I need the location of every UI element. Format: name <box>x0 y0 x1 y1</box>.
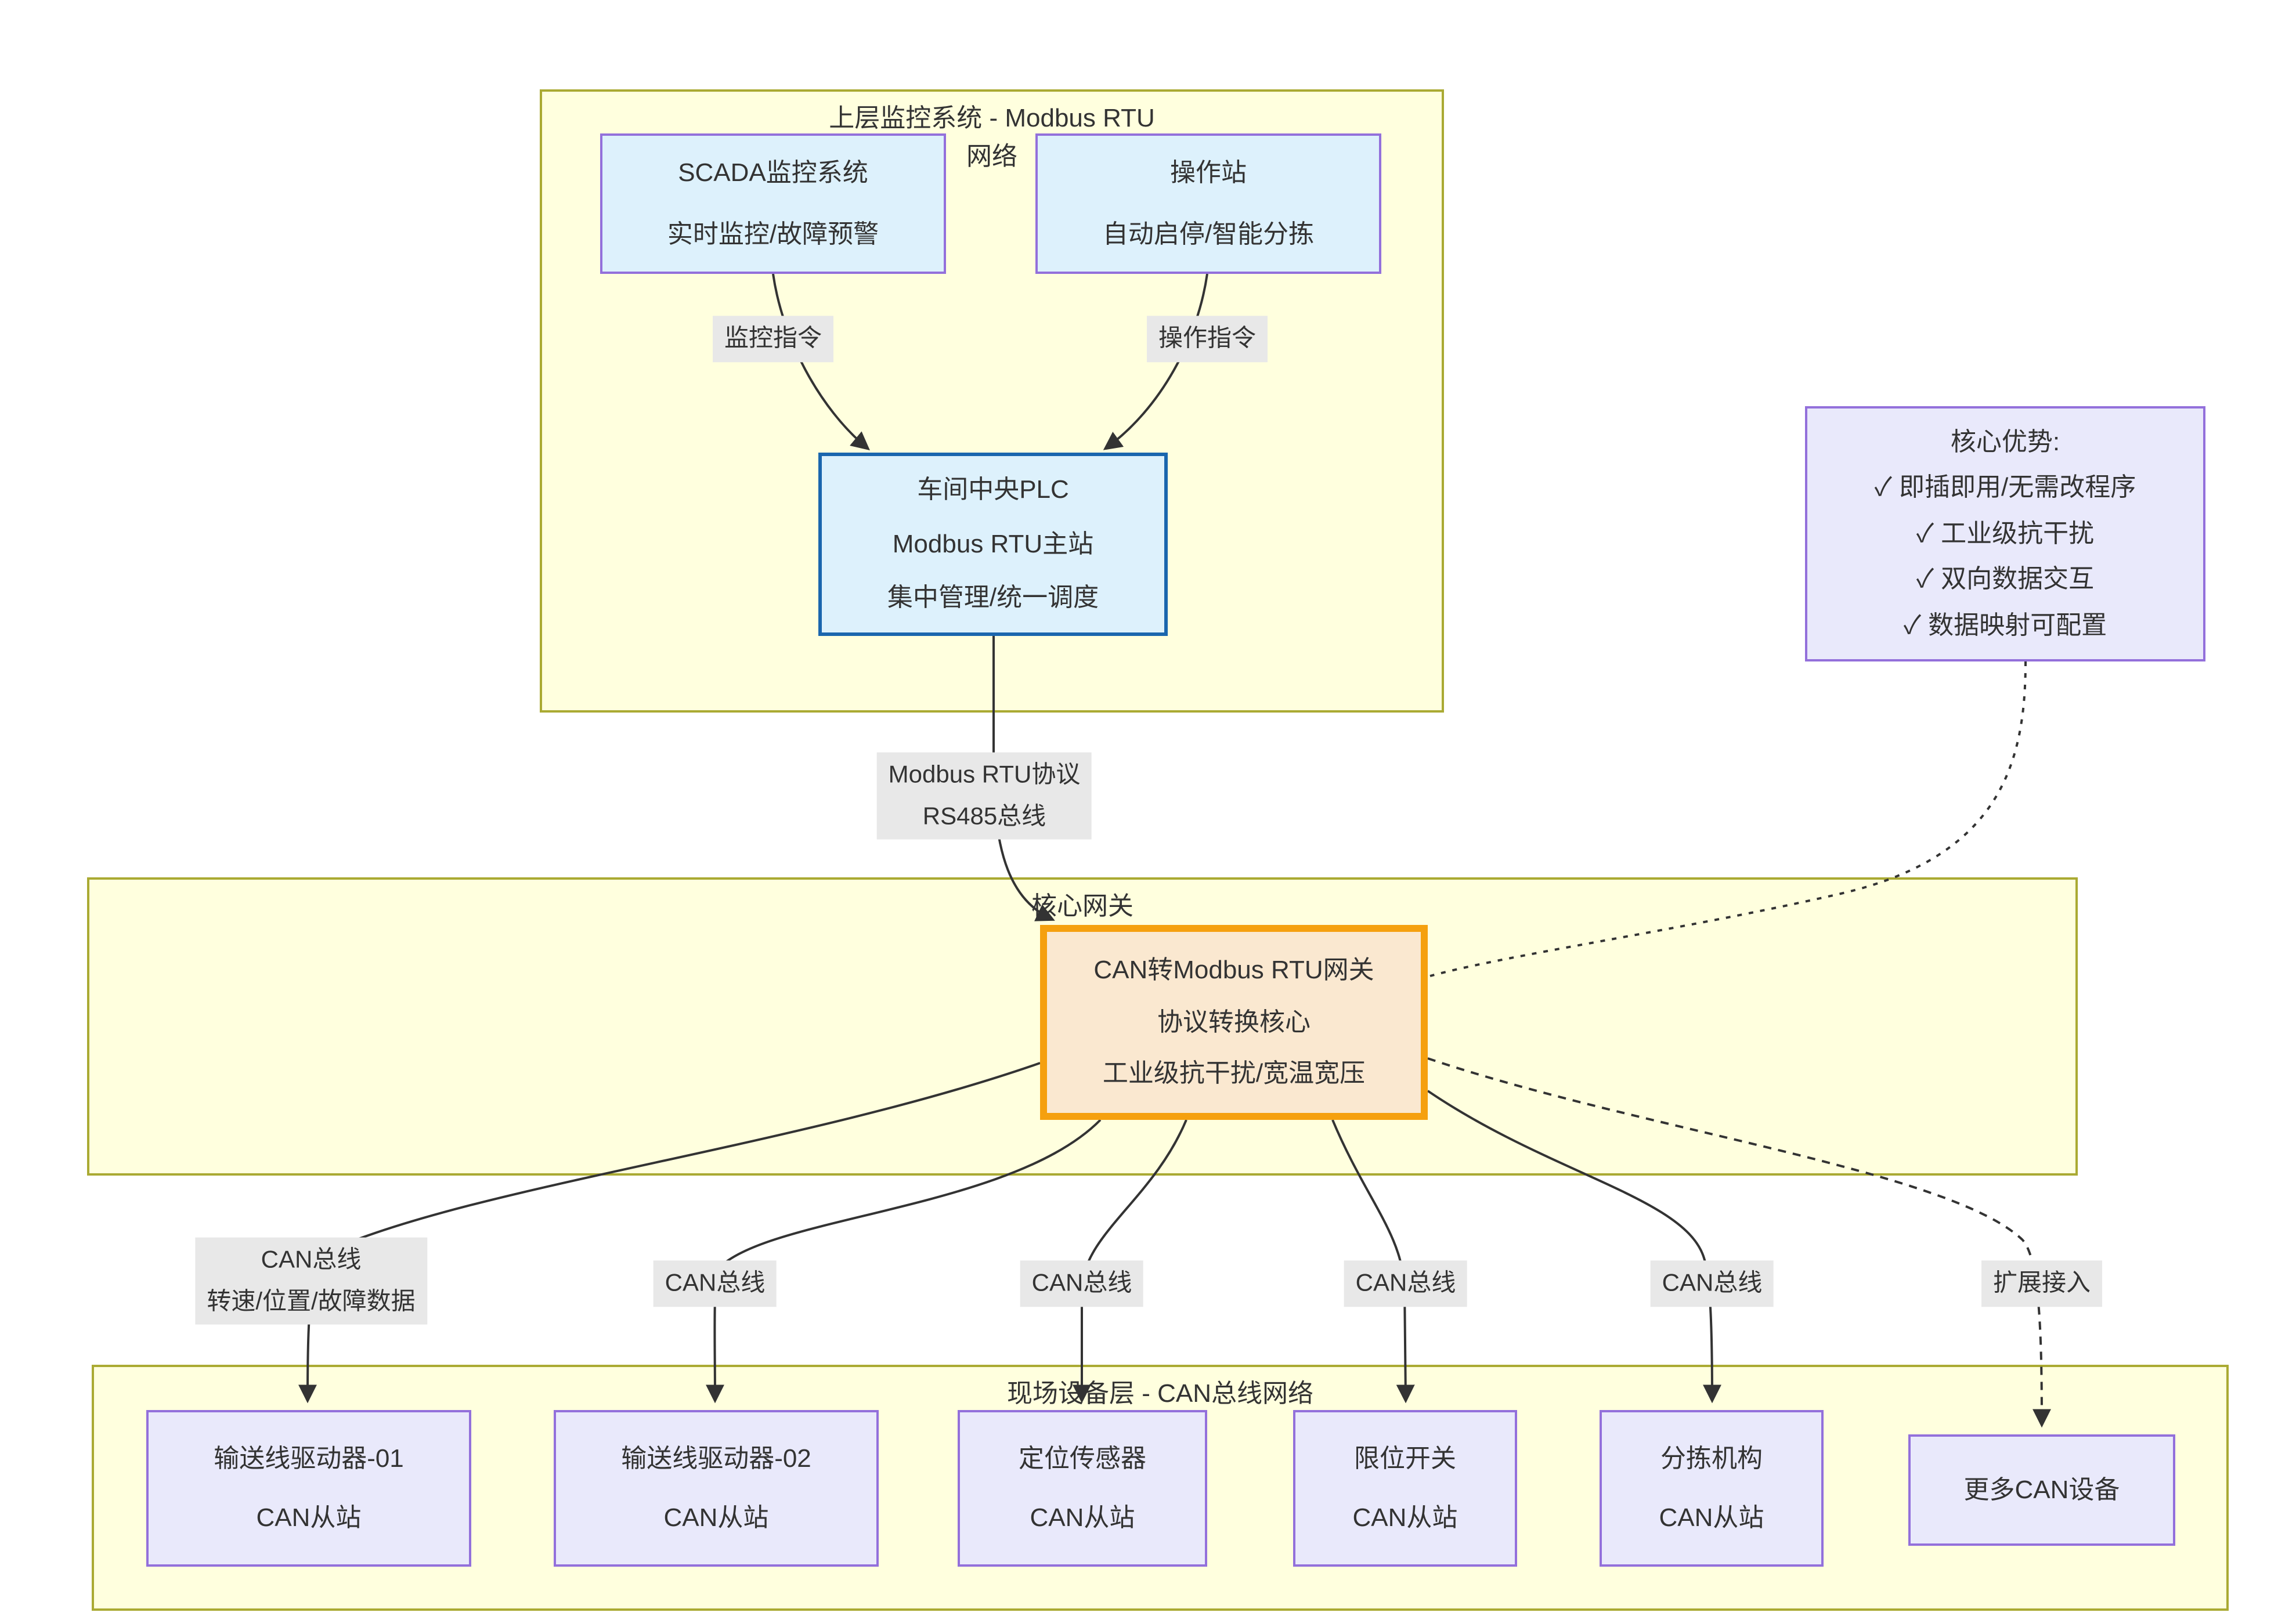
node-drive01: 输送线驱动器-01 CAN从站 <box>146 1410 471 1567</box>
group-field-title-line1: 现场设备层 - CAN总线网络 <box>1006 1379 1313 1408</box>
node-drive02-line1: 输送线驱动器-02 <box>621 1444 811 1473</box>
node-plc-line3: 集中管理/统一调度 <box>887 583 1099 612</box>
edge-label-can1: CAN总线 转速/位置/故障数据 <box>195 1237 427 1325</box>
edge-label-can4: CAN总线 <box>1344 1260 1468 1307</box>
edge-label-can5-text: CAN总线 <box>1662 1270 1763 1297</box>
node-advantages-item3: ✓ 双向数据交互 <box>1916 564 2095 594</box>
node-advantages-item2: ✓ 工业级抗干扰 <box>1916 518 2095 548</box>
node-more-devices-line1: 更多CAN设备 <box>1963 1474 2120 1504</box>
node-operator-station: 操作站 自动启停/智能分拣 <box>1035 133 1381 274</box>
group-gateway-title: 核心网关 <box>89 887 2075 925</box>
node-sorter: 分拣机构 CAN从站 <box>1600 1410 1824 1567</box>
node-plc-line1: 车间中央PLC <box>917 475 1069 504</box>
edge-label-can1-line1: CAN总线 <box>261 1246 362 1274</box>
node-plc: 车间中央PLC Modbus RTU主站 集中管理/统一调度 <box>818 453 1168 636</box>
group-supervisory-title-line1: 上层监控系统 - Modbus RTU <box>829 103 1155 132</box>
node-plc-line2: Modbus RTU主站 <box>892 529 1094 558</box>
group-supervisory-title-line2: 网络 <box>966 142 1017 171</box>
edge-label-modbus-line2: RS485总线 <box>922 803 1046 830</box>
node-scada: SCADA监控系统 实时监控/故障预警 <box>600 133 946 274</box>
node-advantages: 核心优势: ✓ 即插即用/无需改程序 ✓ 工业级抗干扰 ✓ 双向数据交互 ✓ 数… <box>1805 406 2205 661</box>
node-gateway: CAN转Modbus RTU网关 协议转换核心 工业级抗干扰/宽温宽压 <box>1040 925 1428 1120</box>
node-advantages-title: 核心优势: <box>1950 427 2060 457</box>
node-drive01-line2: CAN从站 <box>256 1502 362 1531</box>
node-drive01-line1: 输送线驱动器-01 <box>214 1444 404 1473</box>
group-supervisory-title: 上层监控系统 - Modbus RTU 网络 <box>542 99 1442 175</box>
node-scada-line2: 实时监控/故障预警 <box>667 219 879 248</box>
edge-label-can3: CAN总线 <box>1020 1260 1144 1307</box>
edge-label-expand-text: 扩展接入 <box>1993 1270 2091 1297</box>
edge-label-modbus-rtu: Modbus RTU协议 RS485总线 <box>876 752 1092 840</box>
edge-label-operate-cmd: 操作指令 <box>1147 316 1268 362</box>
edge-label-can2: CAN总线 <box>653 1260 777 1307</box>
node-position-sensor-line1: 定位传感器 <box>1018 1444 1146 1473</box>
edge-label-monitor-cmd: 监控指令 <box>713 316 833 362</box>
edge-label-expand: 扩展接入 <box>1981 1260 2102 1307</box>
node-limit-switch-line2: CAN从站 <box>1352 1502 1458 1531</box>
group-gateway-title-line1: 核心网关 <box>1031 891 1133 920</box>
edge-label-can4-text: CAN总线 <box>1355 1270 1456 1297</box>
node-position-sensor-line2: CAN从站 <box>1030 1502 1135 1531</box>
edge-label-monitor-cmd-text: 监控指令 <box>724 325 822 352</box>
node-gateway-line1: CAN转Modbus RTU网关 <box>1093 955 1374 985</box>
node-gateway-line3: 工业级抗干扰/宽温宽压 <box>1102 1058 1366 1088</box>
node-drive02-line2: CAN从站 <box>663 1502 769 1531</box>
node-scada-line1: SCADA监控系统 <box>678 158 868 187</box>
node-limit-switch: 限位开关 CAN从站 <box>1293 1410 1517 1567</box>
node-advantages-item1: ✓ 即插即用/无需改程序 <box>1874 472 2136 502</box>
node-limit-switch-line1: 限位开关 <box>1353 1444 1456 1473</box>
node-drive02: 输送线驱动器-02 CAN从站 <box>554 1410 879 1567</box>
edge-label-can1-line2: 转速/位置/故障数据 <box>207 1288 416 1315</box>
node-more-devices: 更多CAN设备 <box>1908 1434 2175 1546</box>
group-field-title: 现场设备层 - CAN总线网络 <box>94 1374 2226 1412</box>
node-position-sensor: 定位传感器 CAN从站 <box>958 1410 1207 1567</box>
edge-label-can5: CAN总线 <box>1650 1260 1774 1307</box>
node-advantages-item4: ✓ 数据映射可配置 <box>1903 610 2107 639</box>
node-gateway-line2: 协议转换核心 <box>1157 1007 1311 1036</box>
edge-label-can2-text: CAN总线 <box>665 1270 766 1297</box>
edge-label-can3-text: CAN总线 <box>1031 1270 1132 1297</box>
node-sorter-line2: CAN从站 <box>1659 1502 1764 1531</box>
node-operator-station-line1: 操作站 <box>1169 158 1247 187</box>
node-sorter-line1: 分拣机构 <box>1660 1444 1763 1473</box>
node-operator-station-line2: 自动启停/智能分拣 <box>1102 219 1315 248</box>
edge-label-operate-cmd-text: 操作指令 <box>1158 325 1256 352</box>
edge-label-modbus-line1: Modbus RTU协议 <box>888 761 1081 789</box>
